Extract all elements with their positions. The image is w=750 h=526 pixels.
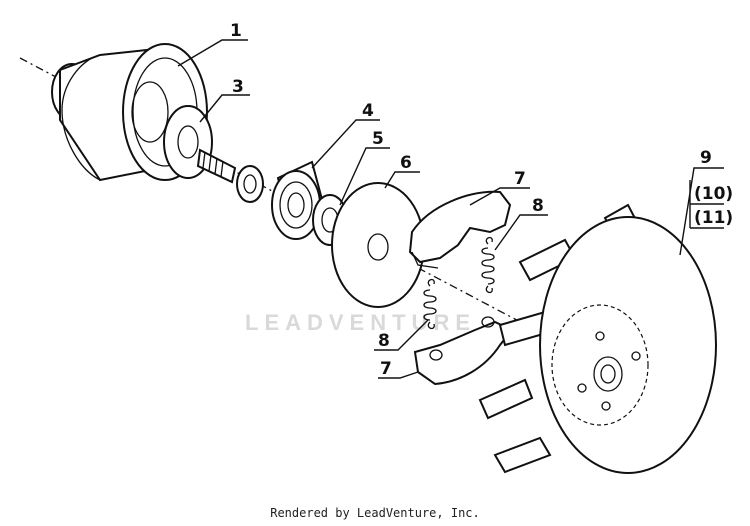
footer-credit: Rendered by LeadVenture, Inc. bbox=[270, 506, 480, 520]
spring-lower bbox=[423, 278, 437, 330]
spacer bbox=[236, 165, 264, 203]
leader-lines bbox=[177, 39, 724, 379]
clutch-drum bbox=[51, 43, 208, 182]
callout-10: (10) bbox=[694, 184, 733, 204]
spring-upper bbox=[481, 236, 495, 294]
clutch-shoe-lower bbox=[413, 316, 514, 386]
callout-7-lower: 7 bbox=[380, 359, 392, 379]
callout-1: 1 bbox=[230, 21, 242, 41]
callout-11: (11) bbox=[694, 208, 733, 228]
callout-4: 4 bbox=[362, 101, 374, 121]
callout-8-lower: 8 bbox=[378, 331, 390, 351]
fan-carrier bbox=[478, 203, 717, 474]
clutch-shoe-upper bbox=[408, 190, 512, 269]
callout-7-upper: 7 bbox=[514, 169, 526, 189]
callout-6: 6 bbox=[400, 153, 412, 173]
callout-9: 9 bbox=[700, 148, 712, 168]
callout-8-upper: 8 bbox=[532, 196, 544, 216]
watermark-text: LEADVENTURE bbox=[245, 310, 476, 335]
callout-3: 3 bbox=[232, 77, 244, 97]
threaded-shaft bbox=[196, 148, 237, 184]
callout-5: 5 bbox=[372, 129, 384, 149]
